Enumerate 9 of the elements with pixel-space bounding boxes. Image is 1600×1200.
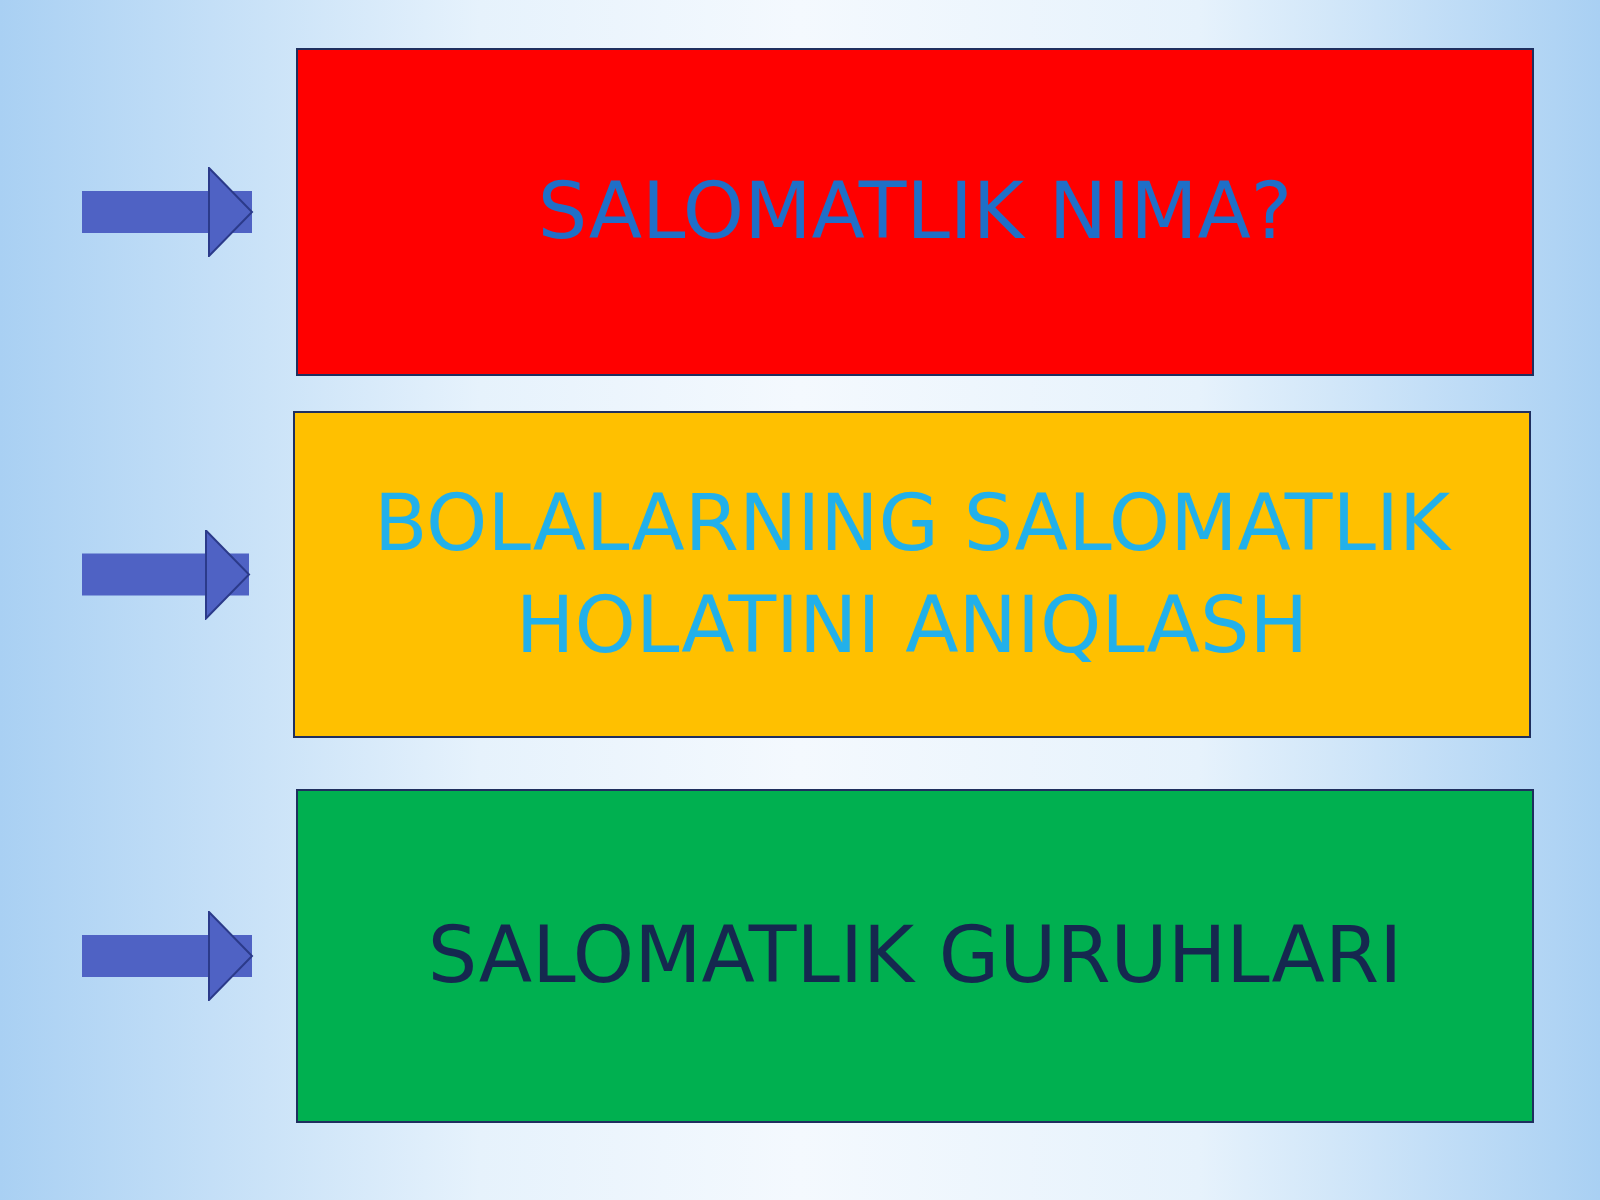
arrow — [82, 529, 250, 620]
box-heading: SALOMATLIK NIMA? — [537, 165, 1293, 259]
title-box — [296, 48, 1534, 376]
title-box — [293, 411, 1531, 738]
arrow — [82, 167, 253, 257]
title-box — [296, 789, 1534, 1123]
box-heading: SALOMATLIK GURUHLARI — [427, 909, 1403, 1003]
arrow — [82, 911, 253, 1001]
box-heading: BOLALARNING SALOMATLIK HOLATINI ANIQLASH — [372, 477, 1453, 672]
